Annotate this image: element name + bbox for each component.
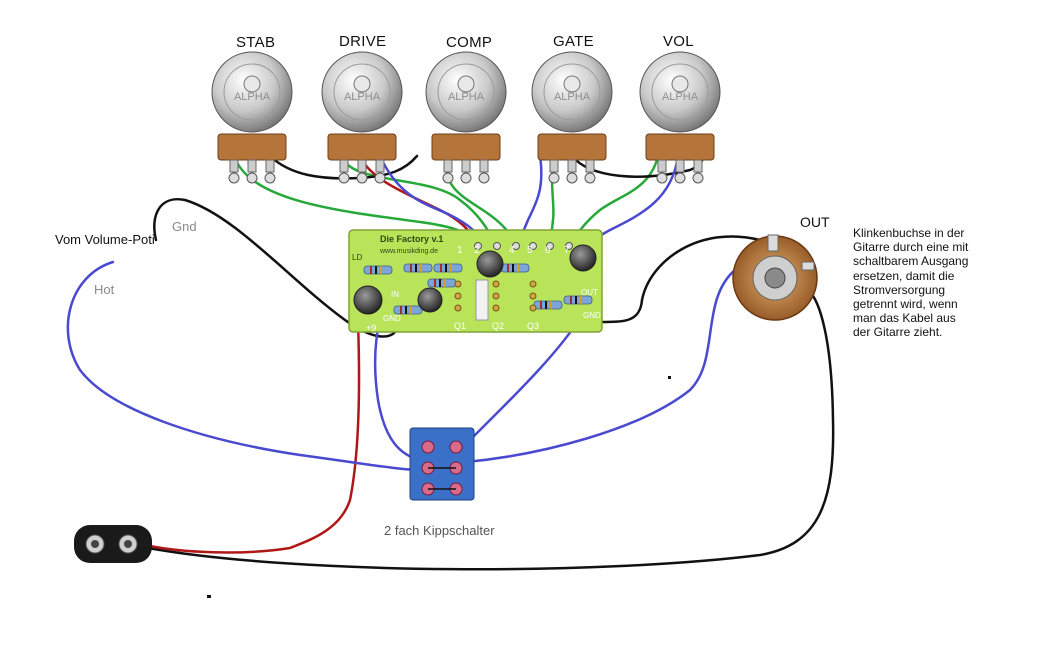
board-url: www.musikding.de — [379, 248, 438, 255]
out-board-label: OUT — [581, 288, 598, 297]
out-jack-label: OUT — [800, 214, 830, 230]
plus9-label: +9 — [366, 323, 376, 333]
pot-label-comp: COMP — [446, 34, 493, 51]
pot-label-stab: STAB — [236, 34, 276, 51]
black-wire-out-gnd — [598, 235, 762, 324]
pcb-board: Die Factory v.1 www.musikding.de LD 1 2 … — [348, 229, 603, 333]
hot-label: Hot — [94, 282, 115, 297]
pot-label-vol: VOL — [663, 33, 694, 50]
jack-note: Klinkenbuchse in der Gitarre durch eine … — [853, 226, 969, 340]
q1-label: Q1 — [454, 321, 466, 331]
q3-label: Q3 — [527, 321, 539, 331]
pot-brand-vol: ALPHA — [662, 91, 699, 103]
pot-drive[interactable] — [321, 51, 403, 184]
pot-brand-stab: ALPHA — [234, 91, 271, 103]
pad-7-label: 7 — [564, 245, 570, 256]
black-wire-battery-neg — [146, 288, 835, 571]
switch-label: 2 fach Kippschalter — [384, 523, 495, 538]
pad-6-label: 6 — [545, 245, 551, 256]
pad-5-label: 5 — [527, 245, 533, 256]
blue-wire-jack — [464, 268, 737, 464]
pot-brand-gate: ALPHA — [554, 91, 591, 103]
toggle-switch[interactable] — [409, 427, 475, 501]
pad-1-label: 1 — [457, 245, 463, 256]
wire-layer — [66, 154, 835, 571]
blue-wire-out — [468, 316, 582, 442]
battery-clip[interactable] — [74, 525, 152, 563]
pad-4-label: 4 — [509, 245, 515, 256]
gnd-right-label: GND — [583, 311, 601, 320]
blue-wire-hot — [66, 260, 422, 472]
board-title: Die Factory v.1 — [380, 234, 443, 244]
vom-volume-label: Vom Volume-Poti — [55, 232, 155, 247]
pot-gate[interactable] — [531, 51, 613, 184]
pot-brand-drive: ALPHA — [344, 91, 381, 103]
pot-label-drive: DRIVE — [339, 33, 387, 50]
output-jack[interactable] — [732, 234, 818, 321]
pad-2-label: 2 — [474, 245, 480, 256]
pot-label-gate: GATE — [553, 33, 594, 50]
pad-ld-label: LD — [352, 253, 362, 262]
pot-comp[interactable] — [425, 51, 507, 184]
q2-label: Q2 — [492, 321, 504, 331]
pot-brand-comp: ALPHA — [448, 91, 485, 103]
black-wire-volume-gnd — [153, 197, 402, 338]
pot-vol[interactable] — [639, 51, 721, 184]
in-label: IN — [391, 290, 399, 299]
red-wire-plus9 — [148, 320, 361, 554]
gnd-label: Gnd — [172, 219, 197, 234]
gnd-left-label: GND — [383, 314, 401, 323]
